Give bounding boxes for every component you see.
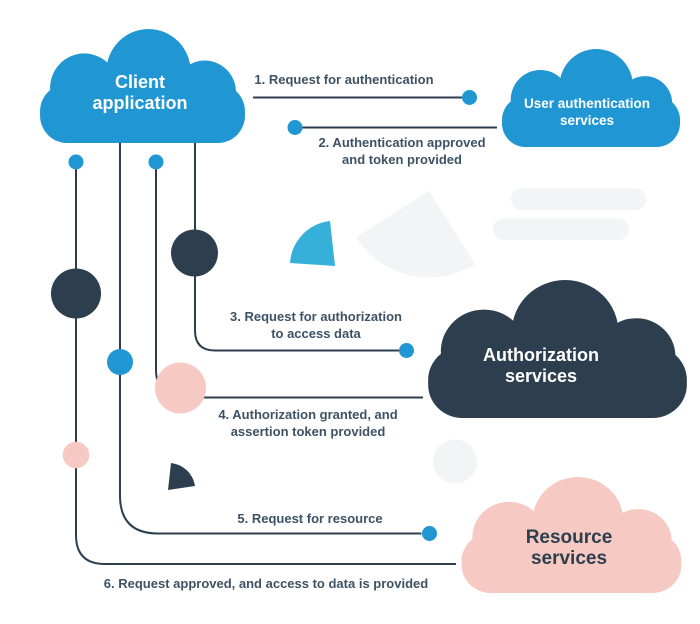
endpoint-dot-step3 (399, 343, 414, 358)
cloud-authorization (428, 280, 687, 418)
decor-wedge-dark (168, 463, 195, 490)
endpoint-dot-step5 (422, 526, 437, 541)
decor-circle-pink-1 (155, 362, 206, 414)
step-label-5: 5. Request for resource (237, 511, 383, 526)
decor-circle-white (433, 439, 477, 484)
endpoint-dot-step2 (287, 120, 303, 135)
connector-step3 (194, 143, 399, 352)
endpoint-dot-line-b (148, 154, 164, 170)
connector-step5 (119, 143, 422, 535)
connector-step6 (75, 168, 456, 565)
decor-bar-2 (493, 218, 629, 240)
endpoint-dot-line-a (68, 154, 84, 170)
cloud-client (40, 29, 245, 143)
endpoint-dot-step1 (462, 90, 477, 105)
step-label-3: 3. Request for authorization to access d… (230, 309, 402, 341)
decor-circle-pink-2 (62, 441, 90, 469)
cloud-user-authentication (501, 49, 681, 147)
step-label-4: 4. Authorization granted, and assertion … (218, 407, 398, 439)
step-label-1: 1. Request for authentication (254, 72, 434, 87)
decor-circle-dark-1 (171, 229, 218, 277)
decor-wedge-teal (290, 221, 335, 266)
cloud-resource (461, 477, 682, 593)
step-label-2: 2. Authentication approved and token pro… (318, 135, 486, 167)
decor-circle-blue (107, 349, 133, 375)
decor-wedge-white (356, 191, 475, 278)
decor-bar-1 (511, 188, 646, 210)
connector-step4 (155, 168, 423, 399)
decor-circle-dark-2 (51, 268, 101, 319)
step-label-6: 6. Request approved, and access to data … (103, 576, 429, 591)
